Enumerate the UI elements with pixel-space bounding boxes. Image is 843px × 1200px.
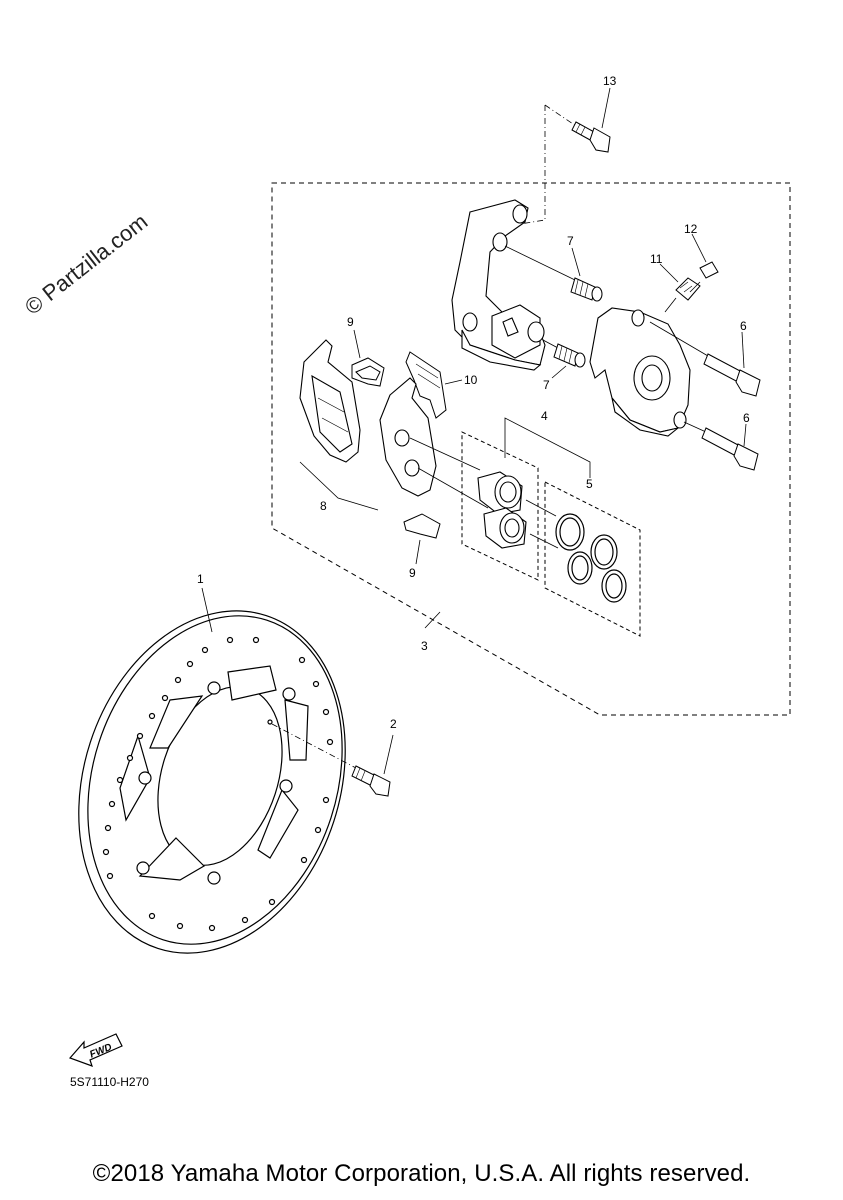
pad-spring-10 bbox=[405, 351, 463, 419]
copyright-notice: ©2018 Yamaha Motor Corporation, U.S.A. A… bbox=[92, 1160, 751, 1187]
bolt-6-lower bbox=[683, 421, 759, 471]
leader-11 bbox=[659, 263, 679, 283]
callout-8: 8 bbox=[320, 499, 327, 513]
leader-12 bbox=[691, 233, 707, 263]
bolt-6-upper bbox=[649, 321, 761, 397]
callout-9-upper: 9 bbox=[347, 315, 354, 329]
leader-8 bbox=[299, 461, 379, 511]
leader-13 bbox=[601, 87, 611, 129]
caliper-assembly-outline bbox=[271, 182, 791, 716]
bleed-screw-11 bbox=[664, 277, 701, 313]
pad-shim-9-upper bbox=[351, 329, 385, 387]
leader-6a bbox=[741, 331, 745, 369]
callout-3: 3 bbox=[421, 639, 428, 653]
brake-pad-8-inner bbox=[379, 377, 489, 509]
callout-5: 5 bbox=[586, 477, 593, 491]
caliper-bracket bbox=[451, 199, 546, 371]
leader-7b bbox=[551, 365, 567, 379]
callout-1: 1 bbox=[197, 572, 204, 586]
piston-upper bbox=[477, 471, 523, 515]
seal-kit-outline bbox=[544, 481, 641, 637]
callout-6-lower: 6 bbox=[743, 411, 750, 425]
callout-4: 4 bbox=[541, 409, 548, 423]
leader-6b bbox=[743, 423, 747, 447]
piston-seals bbox=[525, 499, 627, 603]
piston-kit-outline bbox=[461, 431, 539, 581]
leader-3 bbox=[424, 611, 441, 629]
callout-2: 2 bbox=[390, 717, 397, 731]
callout-9-lower: 9 bbox=[409, 566, 416, 580]
fwd-arrow-icon: FWD bbox=[68, 1033, 123, 1067]
leader-4-5 bbox=[504, 417, 591, 478]
brake-pad-8-outer bbox=[299, 339, 361, 463]
callout-6-upper: 6 bbox=[740, 319, 747, 333]
leader-7a bbox=[571, 247, 581, 277]
callout-7-upper: 7 bbox=[567, 234, 574, 248]
callout-7-lower: 7 bbox=[543, 378, 550, 392]
piston-lower bbox=[483, 507, 527, 549]
callout-12: 12 bbox=[684, 222, 698, 236]
brake-disc bbox=[78, 610, 346, 954]
callout-13: 13 bbox=[603, 74, 617, 88]
leader-1 bbox=[201, 587, 213, 633]
disc-bolt-2 bbox=[271, 723, 394, 797]
caliper-body bbox=[589, 307, 691, 437]
callout-11: 11 bbox=[650, 252, 663, 266]
bleed-cap-12 bbox=[689, 261, 719, 293]
pad-shim-9-lower bbox=[403, 513, 441, 565]
slide-pin-7-lower bbox=[542, 339, 586, 368]
part-code: 5S71110-H270 bbox=[70, 1075, 149, 1089]
callout-10: 10 bbox=[464, 373, 478, 387]
bolt-13 bbox=[519, 104, 611, 225]
slide-pin-7-upper bbox=[504, 245, 603, 302]
